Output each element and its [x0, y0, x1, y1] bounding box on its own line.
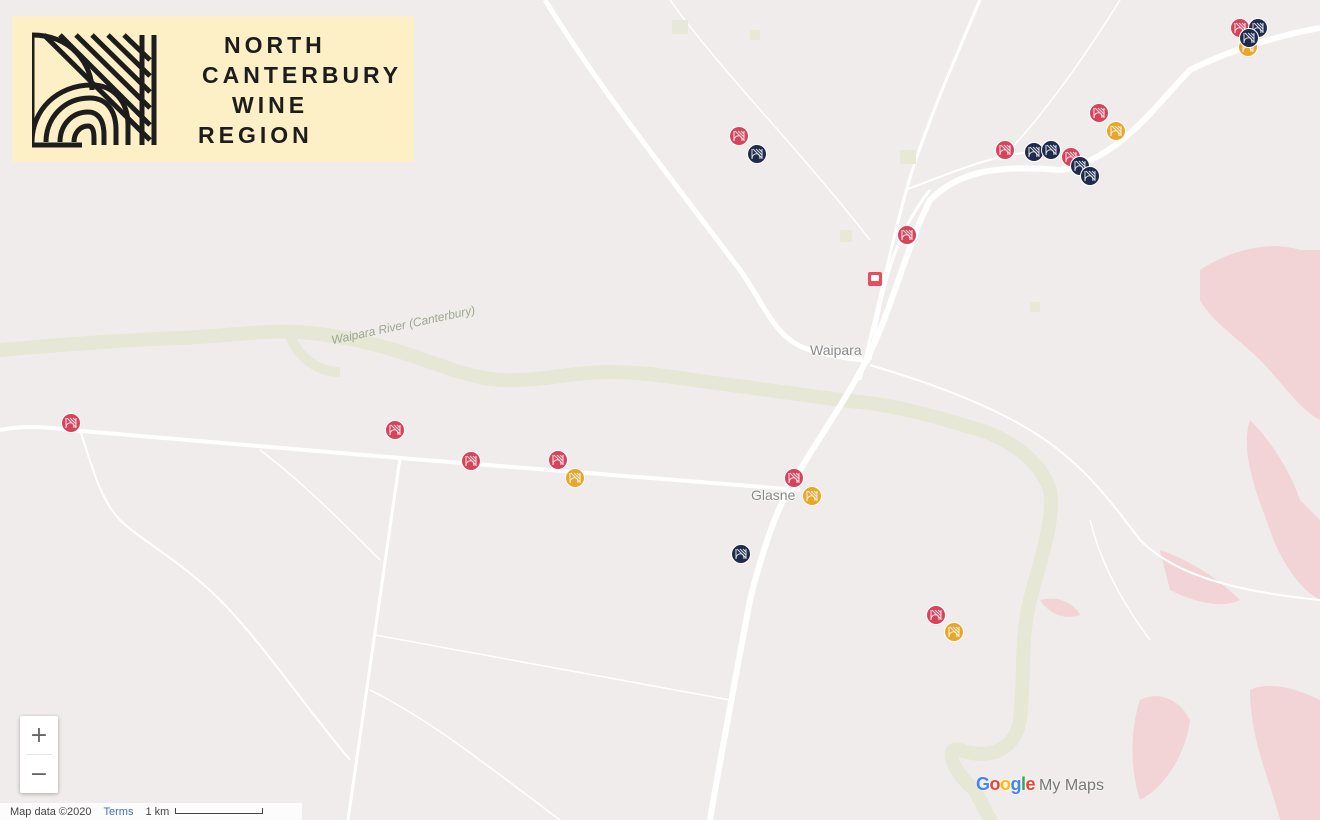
logo-line-region: REGION	[198, 122, 313, 148]
google-letter: o	[1000, 774, 1011, 794]
road-minor	[868, 189, 932, 361]
winery-marker-red[interactable]	[61, 413, 81, 433]
logo-line-canterbury: CANTERBURY	[202, 62, 403, 88]
terrain-patch	[1200, 246, 1320, 420]
terms-link[interactable]: Terms	[103, 805, 134, 818]
road-minor	[259, 449, 381, 561]
google-letter: g	[1010, 774, 1022, 794]
google-my-maps-logo: Google My Maps	[976, 774, 1104, 795]
winery-marker-red[interactable]	[926, 605, 946, 625]
zoom-control: + −	[20, 716, 58, 793]
map-attribution-bar: Map data ©2020 Terms 1 km	[0, 803, 302, 820]
winery-marker-red[interactable]	[995, 140, 1015, 160]
winery-marker-gold[interactable]	[565, 468, 585, 488]
winery-logo-icon	[806, 490, 818, 502]
winery-marker-navy[interactable]	[1041, 140, 1061, 160]
winery-marker-red[interactable]	[461, 451, 481, 471]
winery-marker-navy[interactable]	[1080, 166, 1100, 186]
logo-line-wine: WINE	[232, 92, 309, 118]
winery-logo-icon	[569, 472, 581, 484]
winery-marker-red[interactable]	[548, 450, 568, 470]
terrain-patch	[1250, 685, 1320, 820]
place-label-waipara: Waipara	[810, 342, 862, 358]
river-branch	[285, 333, 341, 377]
winery-logo-icon	[901, 229, 913, 241]
zoom-in-button[interactable]: +	[29, 722, 49, 748]
winery-logo-icon	[930, 609, 942, 621]
winery-logo-icon	[389, 424, 401, 436]
zoom-separator	[26, 754, 52, 755]
winery-logo-icon	[751, 148, 763, 160]
winery-logo-icon	[735, 548, 747, 560]
logo-wordmark: NORTH CANTERBURY WINE REGION	[198, 30, 402, 150]
road-minor	[369, 689, 561, 820]
winery-logo-icon	[465, 455, 477, 467]
wine-region-logo-icon	[32, 32, 157, 148]
park-patch	[672, 20, 688, 34]
zoom-out-button[interactable]: −	[29, 761, 49, 787]
winery-marker-red[interactable]	[784, 468, 804, 488]
road-minor	[346, 457, 402, 820]
winery-logo-icon	[1045, 144, 1057, 156]
map-data-credit: Map data ©2020	[10, 805, 92, 818]
winery-logo-icon	[552, 454, 564, 466]
road-minor	[79, 429, 351, 761]
winery-marker-red[interactable]	[729, 126, 749, 146]
park-patch	[900, 150, 916, 164]
my-maps-wordmark: My Maps	[1039, 777, 1104, 794]
road-minor	[869, 364, 1320, 601]
waipara-river	[0, 324, 1058, 820]
road-railway	[858, 0, 982, 381]
park-patch	[750, 30, 760, 40]
winery-marker-gold[interactable]	[944, 622, 964, 642]
road-state-highway	[707, 25, 1320, 820]
road-minor	[669, 0, 871, 241]
winery-logo-icon	[733, 130, 745, 142]
winery-logo-icon	[788, 472, 800, 484]
winery-marker-red[interactable]	[897, 225, 917, 245]
winery-marker-gold[interactable]	[1106, 121, 1126, 141]
train-station-icon-window	[871, 275, 879, 281]
terrain-patch	[1040, 598, 1080, 617]
road-minor	[1089, 519, 1151, 641]
road-minor	[999, 0, 1121, 161]
winery-logo-icon	[999, 144, 1011, 156]
road-minor	[374, 634, 731, 701]
winery-marker-navy[interactable]	[731, 544, 751, 564]
winery-marker-navy[interactable]	[1024, 142, 1044, 162]
scale-label: 1 km	[145, 805, 170, 818]
winery-marker-red[interactable]	[385, 420, 405, 440]
winery-logo-icon	[1243, 32, 1255, 44]
winery-logo-icon	[1028, 146, 1040, 158]
winery-logo-icon	[65, 417, 77, 429]
terrain-patch	[1246, 420, 1320, 600]
scale-bar	[175, 807, 264, 814]
winery-marker-navy[interactable]	[1239, 28, 1259, 48]
place-label-glasnevin: Glasne	[751, 487, 796, 503]
terrain-patch	[1132, 696, 1190, 800]
park-patch	[1030, 302, 1040, 312]
google-letter: l	[1021, 774, 1026, 794]
winery-logo-icon	[1110, 125, 1122, 137]
winery-marker-gold[interactable]	[802, 486, 822, 506]
park-patch	[840, 230, 852, 242]
google-letter: o	[989, 774, 1001, 794]
winery-logo-icon	[948, 626, 960, 638]
road-major	[542, 0, 871, 363]
google-wordmark: Google	[976, 774, 1036, 795]
winery-logo-icon	[1093, 107, 1105, 119]
winery-logo-icon	[1084, 170, 1096, 182]
logo-line-north: NORTH	[224, 32, 326, 58]
google-letter: e	[1025, 774, 1036, 794]
winery-marker-navy[interactable]	[747, 144, 767, 164]
winery-marker-red[interactable]	[1089, 103, 1109, 123]
google-letter: G	[976, 774, 990, 794]
region-logo-panel: NORTH CANTERBURY WINE REGION	[12, 16, 414, 162]
